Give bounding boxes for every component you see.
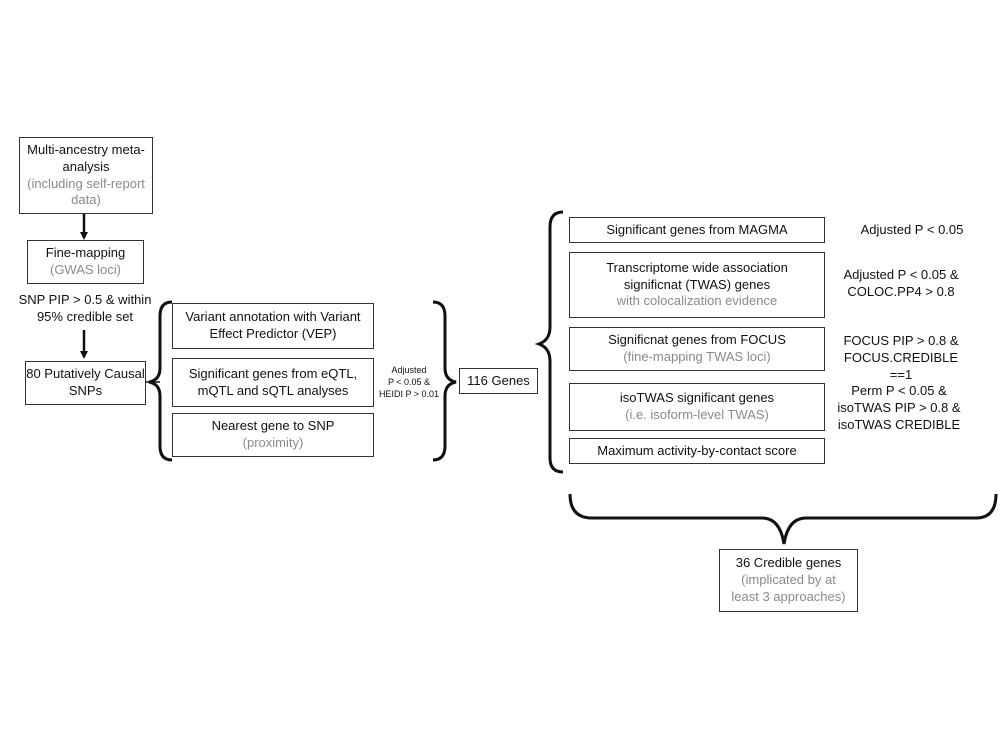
credible-genes-note: (implicated by at least 3 approaches): [731, 572, 846, 604]
fine-mapping-note: (GWAS loci): [49, 262, 122, 277]
qtl-label: Significant genes from eQTL, mQTL and sQ…: [188, 365, 358, 398]
meta-analysis-box: Multi-ancestry meta-analysis (including …: [19, 137, 153, 214]
approach-note-twas: with colocalization evidence: [616, 293, 778, 309]
smr-filter-line-3: HEIDI P > 0.01: [378, 389, 440, 400]
causal-snps-box: 80 Putatively Causal SNPs: [25, 361, 146, 405]
genes-box: 116 Genes: [459, 368, 538, 394]
credible-genes-title: 36 Credible genes: [735, 555, 842, 571]
nearest-gene-title: Nearest gene to SNP: [211, 418, 335, 434]
approach-title-focus: Significnat genes from FOCUS: [608, 332, 786, 348]
snp-filter-criteria: SNP PIP > 0.5 & within 95% credible set: [18, 292, 152, 324]
approach-box-twas: Transcriptome wide association significn…: [569, 252, 825, 318]
fine-mapping-title: Fine-mapping: [45, 245, 126, 261]
genes-label: 116 Genes: [467, 372, 530, 388]
meta-analysis-note: (including self-report data): [27, 175, 145, 208]
vep-box: Variant annotation with Variant Effect P…: [172, 303, 374, 349]
qtl-box: Significant genes from eQTL, mQTL and sQ…: [172, 358, 374, 407]
approach-note-isotwas: (i.e. isoform-level TWAS): [625, 407, 769, 422]
credible-genes-box: 36 Credible genes (implicated by at leas…: [719, 549, 858, 612]
criteria-isotwas: Perm P < 0.05 & isoTWAS PIP > 0.8 & isoT…: [837, 383, 961, 432]
approach-box-magma: Significant genes from MAGMA: [569, 217, 825, 243]
smr-filter-line-2: P < 0.05 &: [387, 377, 431, 388]
approach-box-abc: Maximum activity-by-contact score: [569, 438, 825, 464]
fine-mapping-box: Fine-mapping (GWAS loci): [27, 240, 144, 284]
approach-title-twas: Transcriptome wide association significn…: [606, 259, 788, 292]
approach-box-isotwas: isoTWAS significant genes (i.e. isoform-…: [569, 383, 825, 431]
approach-note-focus: (fine-mapping TWAS loci): [623, 349, 771, 364]
left-open-brace: [148, 300, 173, 462]
criteria-magma: Adjusted P < 0.05: [860, 222, 964, 237]
smr-filter-criteria: Adjusted P < 0.05 & HEIDI P > 0.01: [374, 364, 444, 400]
meta-analysis-title: Multi-ancestry meta-analysis: [27, 141, 145, 174]
approach-box-focus: Significnat genes from FOCUS (fine-mappi…: [569, 327, 825, 371]
approach-title-isotwas: isoTWAS significant genes: [619, 390, 775, 406]
bottom-brace: [568, 493, 998, 545]
approach-title-magma: Significant genes from MAGMA: [606, 221, 788, 237]
left-close-brace: [432, 300, 457, 462]
smr-filter-line-1: Adjusted: [391, 365, 427, 375]
criteria-focus: FOCUS PIP > 0.8 & FOCUS.CREDIBLE ==1: [843, 333, 959, 382]
approach-title-abc: Maximum activity-by-contact score: [597, 442, 797, 458]
causal-snps-label: 80 Putatively Causal SNPs: [26, 366, 145, 398]
nearest-gene-box: Nearest gene to SNP (proximity): [172, 413, 374, 457]
nearest-gene-note: (proximity): [242, 435, 304, 450]
criteria-twas: Adjusted P < 0.05 & COLOC.PP4 > 0.8: [843, 267, 959, 299]
right-open-brace: [534, 210, 564, 474]
vep-label: Variant annotation with Variant Effect P…: [185, 309, 361, 341]
